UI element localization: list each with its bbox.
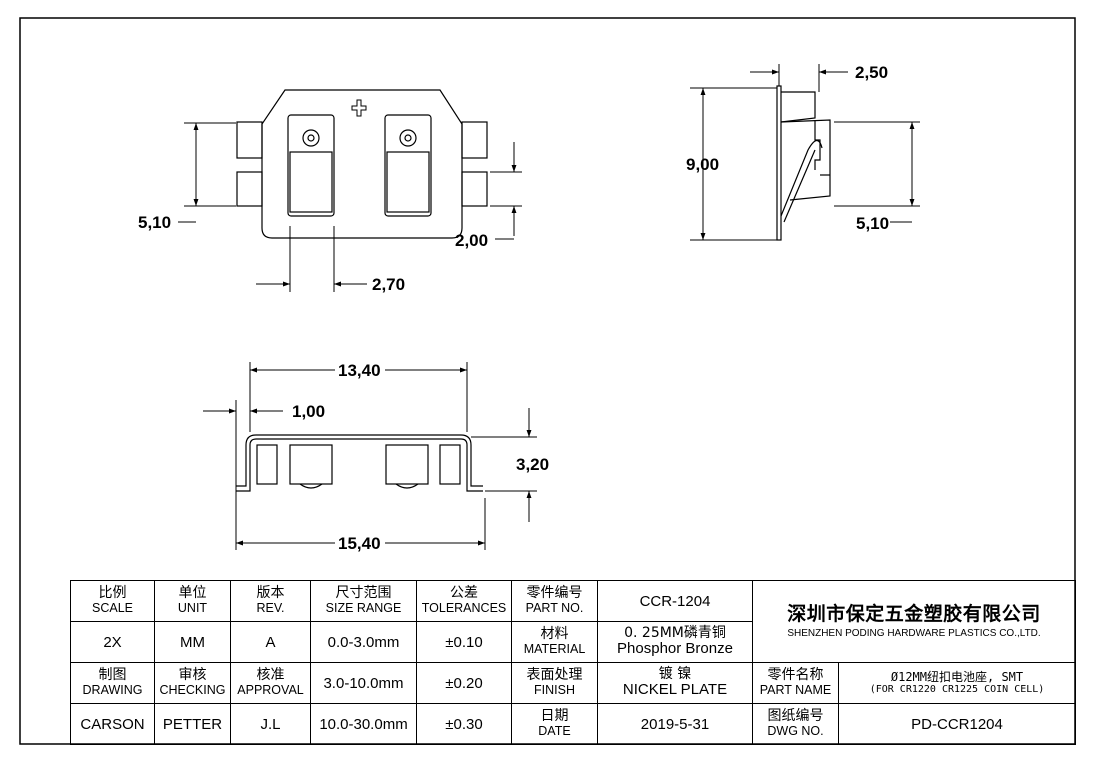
tolerance-3: ±0.30	[416, 703, 512, 745]
dim-side-2-50: 2,50	[855, 63, 888, 82]
date-value: 2019-5-31	[597, 703, 753, 745]
side-view	[776, 85, 831, 241]
drawer-name: CARSON	[70, 703, 155, 745]
range-3: 10.0-30.0mm	[310, 703, 417, 745]
dim-front-1-00: 1,00	[292, 402, 325, 421]
dim-top-2-70: 2,70	[372, 275, 405, 294]
dim-front-13-40: 13,40	[338, 361, 381, 380]
tolerance-2: ±0.20	[416, 662, 512, 704]
front-view	[236, 434, 483, 492]
dim-side-9-00: 9,00	[686, 155, 719, 174]
checker-name: PETTER	[154, 703, 231, 745]
unit-value: MM	[154, 621, 231, 663]
dim-side-5-10: 5,10	[856, 214, 889, 233]
approver-name: J.L	[230, 703, 311, 745]
dim-front-15-40: 15,40	[338, 534, 381, 553]
dwg-no-value: PD-CCR1204	[837, 703, 1077, 745]
range-1: 0.0-3.0mm	[310, 621, 417, 663]
plus-mark	[351, 99, 367, 117]
scale-value: 2X	[70, 621, 155, 663]
dim-top-2-00: 2,00	[455, 231, 488, 250]
range-2: 3.0-10.0mm	[310, 662, 417, 704]
dim-front-3-20: 3,20	[516, 455, 549, 474]
tolerance-1: ±0.10	[416, 621, 512, 663]
rev-value: A	[230, 621, 311, 663]
dim-top-5-10: 5,10	[138, 213, 171, 232]
part-name-value: Ø12MM纽扣电池座, SMT(FOR CR1220 CR1225 COIN C…	[837, 662, 1077, 704]
top-view	[236, 89, 488, 239]
part-no-value: CCR-1204	[597, 580, 753, 622]
